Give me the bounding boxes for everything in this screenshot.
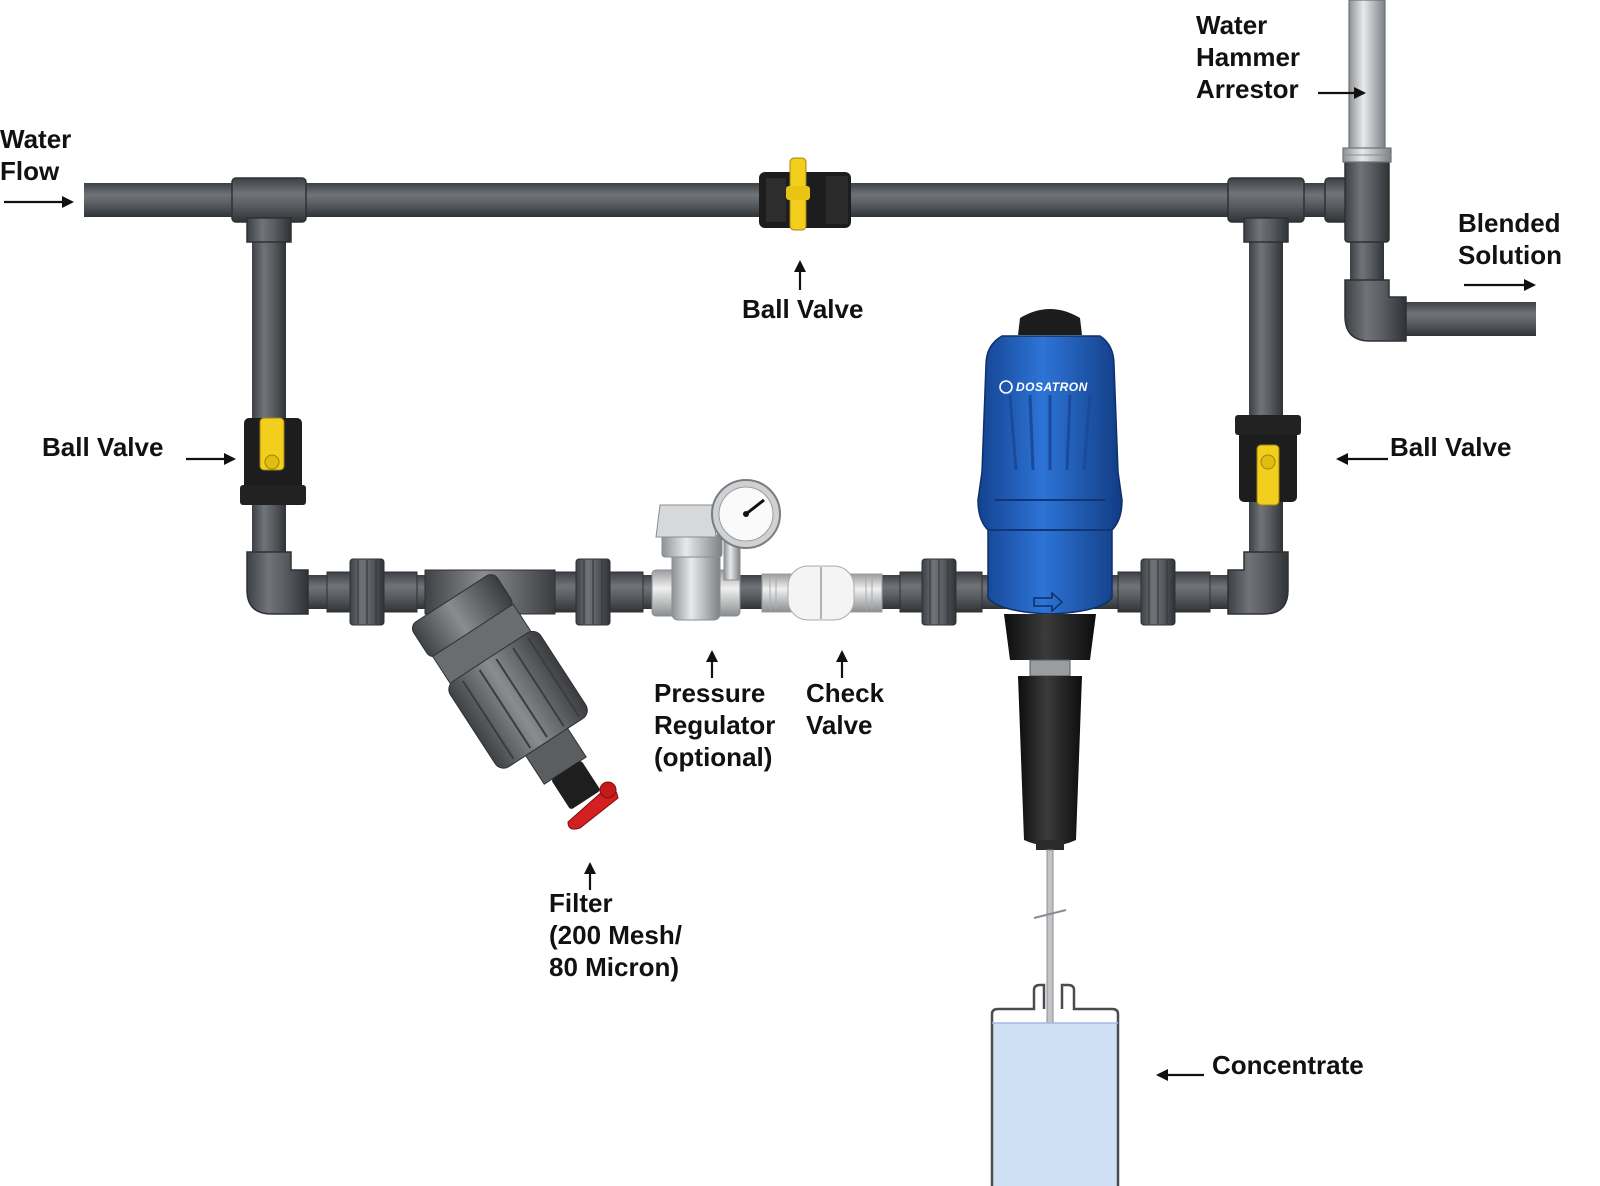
left-tee-stem: [246, 217, 292, 243]
ball-valve-handle-icon: [1256, 444, 1280, 506]
concentrate-liquid: [992, 1023, 1118, 1186]
label-filter: Filter (200 Mesh/ 80 Micron): [549, 888, 689, 982]
label-ball-valve-right: Ball Valve: [1390, 432, 1511, 462]
dosatron-injector-icon: DOSATRON: [977, 309, 1123, 1123]
label-pressure-regulator: Pressure Regulator (optional): [654, 678, 783, 772]
check-valve: [761, 565, 883, 621]
pressure-gauge-icon: [711, 479, 781, 549]
ball-valve-left: [240, 417, 306, 505]
outlet-elbow: [1344, 279, 1407, 342]
union-couplings: [326, 558, 1211, 626]
left-tee: [231, 177, 307, 223]
label-blended-solution: Blended Solution: [1458, 208, 1568, 270]
label-ball-valve-top: Ball Valve: [742, 294, 863, 324]
fittings: [231, 159, 1407, 615]
labels: Water Flow Water Hammer Arrestor Blended…: [0, 10, 1568, 1080]
right-vertical-pipe: [1249, 205, 1283, 590]
concentrate-container-icon: [990, 983, 1120, 1186]
union-4: [1117, 558, 1211, 626]
left-bottom-elbow: [246, 551, 309, 615]
dosatron-brand: DOSATRON: [1016, 380, 1088, 394]
y-filter: [411, 569, 619, 830]
label-check-valve: Check Valve: [806, 678, 891, 740]
right-bottom-elbow: [1227, 551, 1289, 615]
pressure-regulator: [651, 479, 781, 621]
arrows: [4, 87, 1536, 1081]
ball-valve-top: [759, 157, 851, 231]
label-water-hammer-arrestor: Water Hammer Arrestor: [1196, 10, 1307, 104]
ball-valve-handle-icon: [259, 417, 285, 471]
label-concentrate: Concentrate: [1212, 1050, 1364, 1080]
union-2: [552, 558, 644, 626]
left-vertical-pipe: [252, 205, 286, 590]
water-hammer-arrestor: [1342, 0, 1392, 163]
dosatron-logo-icon: [999, 380, 1013, 394]
right-tee: [1227, 177, 1305, 223]
outlet-tee-stem: [1344, 159, 1390, 243]
label-ball-valve-left: Ball Valve: [42, 432, 163, 462]
pipe-network: [84, 175, 1536, 609]
label-water-flow: Water Flow: [0, 124, 79, 186]
union-1: [326, 558, 418, 626]
flow-direction-arrow-icon: [1033, 591, 1064, 613]
union-3: [899, 558, 983, 626]
ball-valve-right: [1235, 415, 1301, 506]
right-tee-stem: [1243, 217, 1289, 243]
